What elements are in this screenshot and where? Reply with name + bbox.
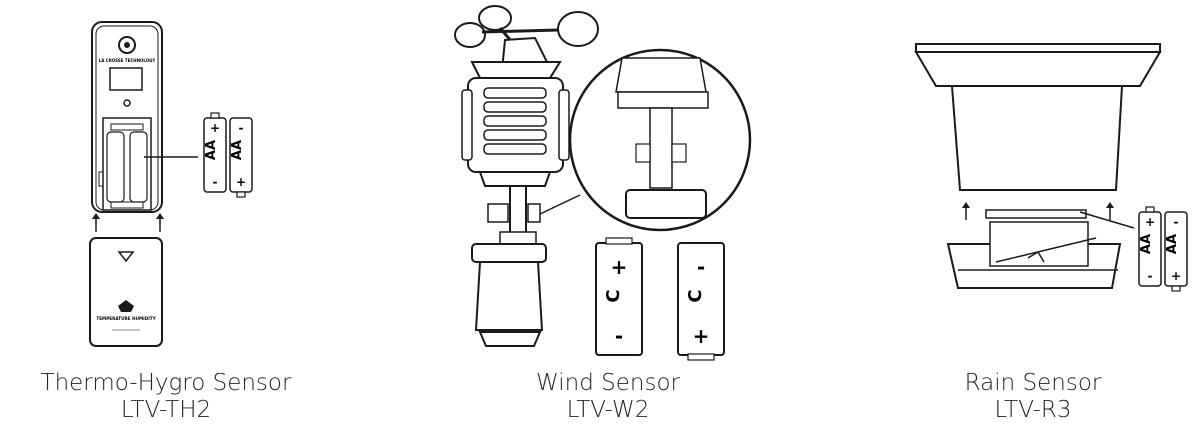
svg-text:-: - xyxy=(1174,215,1179,229)
sensor-name: Thermo-Hygro Sensor xyxy=(40,370,292,396)
zoom-detail-circle xyxy=(568,48,752,232)
sensor-name: Rain Sensor xyxy=(964,370,1102,396)
wind-caption: Wind Sensor LTV-W2 xyxy=(448,370,768,424)
svg-text:+: + xyxy=(1145,215,1155,229)
mounting-shaft xyxy=(509,185,527,235)
anemometer-cups xyxy=(454,5,599,48)
sensor-model: LTV-TH2 xyxy=(120,397,212,423)
aa-battery-left: + AA - xyxy=(1138,206,1162,287)
svg-text:AA: AA xyxy=(230,140,245,160)
rain-caption: Rain Sensor LTV-R3 xyxy=(873,370,1193,424)
svg-text:+: + xyxy=(1171,269,1181,283)
thermo-hygro-illustration: LA CROSSE TECHNOLOGY TEMPERATURE HUMIDIT… xyxy=(89,21,253,347)
rain-base xyxy=(946,209,1122,289)
svg-text:-: - xyxy=(615,324,623,348)
brand-logo-icon xyxy=(118,36,136,54)
rain-panel: + AA - - AA + Rain Sensor LTV-R3 xyxy=(800,0,1203,448)
svg-text:C: C xyxy=(603,289,624,302)
thermo-hygro-caption: Thermo-Hygro Sensor LTV-TH2 xyxy=(6,370,326,424)
svg-text:-: - xyxy=(213,175,218,189)
c-battery-right: - C + xyxy=(677,242,725,361)
svg-text:+: + xyxy=(693,324,710,348)
thermo-hygro-panel: LA CROSSE TECHNOLOGY TEMPERATURE HUMIDIT… xyxy=(0,0,400,448)
back-cover xyxy=(89,237,163,347)
rain-funnel xyxy=(914,43,1162,191)
svg-text:-: - xyxy=(697,255,705,279)
aa-battery-right: - AA + xyxy=(1164,211,1188,292)
svg-text:AA: AA xyxy=(1165,234,1180,254)
wind-sensor-illustration: + C - - C + xyxy=(454,5,752,361)
display-window xyxy=(109,67,143,91)
sensor-name: Wind Sensor xyxy=(536,370,680,396)
down-triangle-icon xyxy=(117,251,135,263)
cover-logo-icon xyxy=(118,300,134,312)
sensor-model: LTV-R3 xyxy=(994,397,1072,423)
svg-text:C: C xyxy=(685,289,706,302)
svg-text:AA: AA xyxy=(1139,234,1154,254)
sensor-type-text: TEMPERATURE HUMIDITY xyxy=(96,316,156,321)
svg-text:-: - xyxy=(1148,269,1153,283)
svg-text:AA: AA xyxy=(204,140,219,160)
svg-text:+: + xyxy=(236,175,246,189)
louvered-housing xyxy=(461,61,570,187)
svg-text:-: - xyxy=(239,121,244,135)
wind-panel: + C - - C + Wind Sensor LTV-W2 xyxy=(400,0,800,448)
svg-text:+: + xyxy=(611,255,628,279)
aa-battery-right: - AA + xyxy=(229,117,253,198)
aa-battery-left: + AA - xyxy=(203,112,227,193)
c-battery-left: + C - xyxy=(595,237,643,356)
mount-cup xyxy=(471,243,547,347)
brand-text: LA CROSSE TECHNOLOGY xyxy=(99,58,156,63)
rain-sensor-illustration: + AA - - AA + xyxy=(914,43,1188,292)
sensor-model: LTV-W2 xyxy=(566,397,650,423)
svg-text:+: + xyxy=(210,121,220,135)
